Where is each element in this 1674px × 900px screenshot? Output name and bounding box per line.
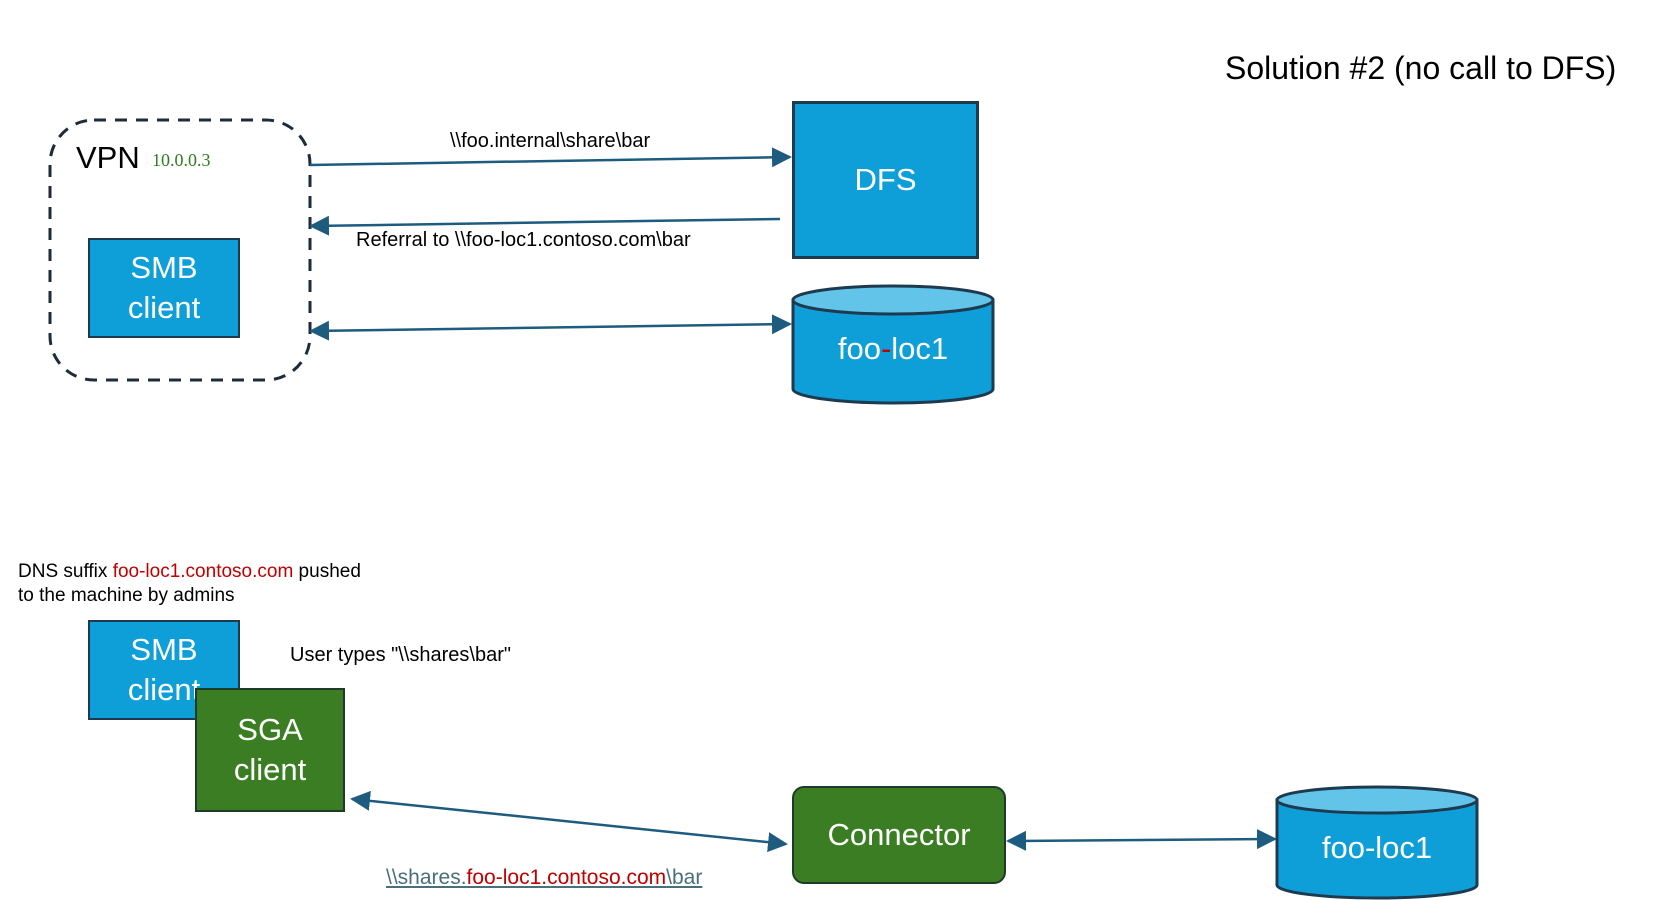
storage-label-separator: - — [880, 331, 892, 366]
vpn-boundary — [48, 118, 312, 382]
link-host: foo-loc1.contoso.com — [466, 866, 667, 889]
smb-client-node-top: SMB client — [88, 238, 240, 338]
smb-client-line1: SMB — [130, 632, 198, 667]
smb-client-line2: client — [127, 290, 201, 325]
note-prefix: DNS suffix — [18, 561, 113, 582]
user-types-label: User types "\\shares\bar" — [290, 644, 511, 666]
sga-client-line2: client — [233, 752, 307, 787]
edge-connector-storage-arrow — [1006, 829, 1277, 851]
share-path-link[interactable]: \\shares.foo-loc1.contoso.com\bar — [386, 866, 702, 890]
storage-label-part2: loc1 — [891, 331, 949, 366]
vpn-label: VPN — [76, 140, 140, 175]
connector-node: Connector — [792, 786, 1006, 884]
edge-request-label: \\foo.internal\share\bar — [450, 130, 651, 152]
smb-client-line1: SMB — [130, 250, 198, 285]
note-after: pushed — [293, 561, 361, 582]
note-suffix-value: foo-loc1.contoso.com — [112, 561, 294, 582]
storage-label-part1: foo — [837, 331, 881, 366]
edge-referral-arrow — [309, 215, 781, 236]
sga-client-node: SGA client — [195, 688, 345, 812]
storage-cylinder-bottom — [1275, 785, 1479, 900]
note-line2: to the machine by admins — [18, 585, 235, 606]
link-suffix: \bar — [666, 866, 703, 889]
edge-request-arrow — [309, 147, 792, 168]
smb-client-line2: client — [127, 672, 201, 707]
vpn-ip: 10.0.0.3 — [152, 150, 211, 170]
storage-label-top: foo-loc1 — [793, 331, 993, 367]
link-prefix: \\shares. — [386, 866, 467, 889]
connector-label: Connector — [827, 817, 971, 852]
page-title: Solution #2 (no call to DFS) — [1225, 50, 1617, 86]
sga-client-line1: SGA — [237, 712, 303, 747]
dfs-label: DFS — [854, 162, 917, 197]
edge-sga-connector-arrow — [350, 790, 788, 853]
storage-cylinder-top — [791, 284, 995, 405]
dfs-node: DFS — [792, 101, 979, 259]
storage-label-bottom: foo-loc1 — [1321, 830, 1433, 865]
edge-referral-label: Referral to \\foo-loc1.contoso.com\bar — [356, 229, 691, 251]
edge-data-arrow — [309, 314, 792, 341]
dns-suffix-note: DNS suffix foo-loc1.contoso.com pushed t… — [18, 560, 418, 608]
